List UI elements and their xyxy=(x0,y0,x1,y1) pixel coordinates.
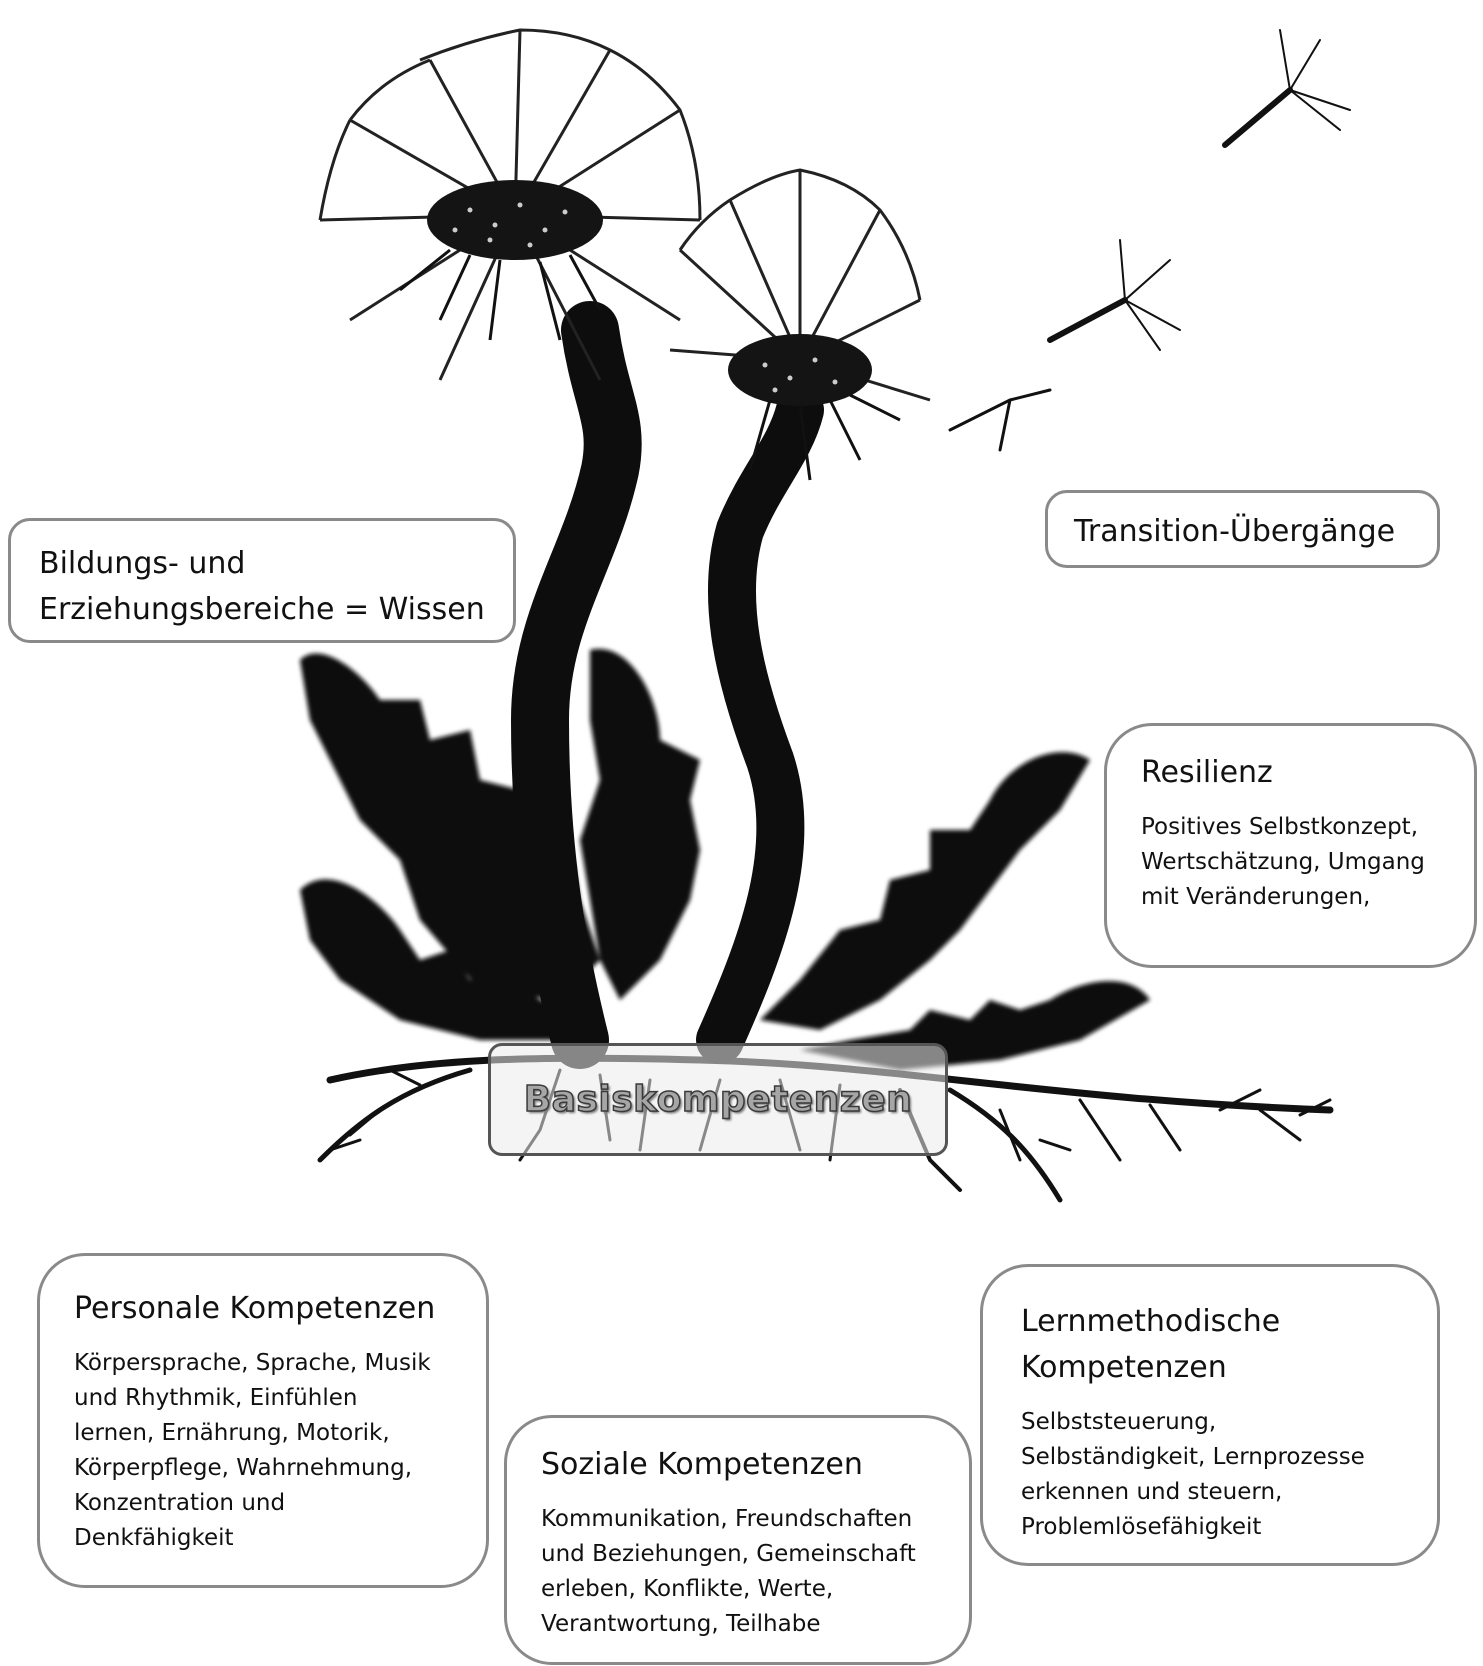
box-sozial-title: Soziale Kompetenzen xyxy=(541,1447,863,1482)
box-lern-title: Lernmethodische Kompetenzen xyxy=(1021,1304,1281,1385)
box-sozial-body: Kommunikation, Freundschaften und Bezieh… xyxy=(541,1506,916,1637)
box-resilienz-title: Resilienz xyxy=(1141,755,1273,790)
box-basiskompetenzen: Basiskompetenzen xyxy=(488,1043,948,1156)
box-personale-kompetenzen: Personale Kompetenzen Körpersprache, Spr… xyxy=(37,1253,489,1588)
box-transition-title: Transition-Übergänge xyxy=(1074,514,1396,549)
flying-seeds xyxy=(948,29,1351,452)
box-soziale-kompetenzen: Soziale Kompetenzen Kommunikation, Freun… xyxy=(504,1415,972,1665)
box-personal-title: Personale Kompetenzen xyxy=(74,1291,436,1326)
stems xyxy=(510,301,824,1069)
box-bildungs-und-erziehungsbereiche: Bildungs- und Erziehungsbereiche = Wisse… xyxy=(8,518,516,643)
box-bildung-title: Bildungs- und Erziehungsbereiche = Wisse… xyxy=(39,546,485,627)
box-lernmethodische-kompetenzen: Lernmethodische Kompetenzen Selbststeuer… xyxy=(980,1264,1440,1566)
box-resilienz-body: Positives Selbstkonzept, Wertschätzung, … xyxy=(1141,814,1425,910)
box-resilienz: Resilienz Positives Selbstkonzept, Werts… xyxy=(1104,723,1477,968)
seed-head-right xyxy=(669,168,931,481)
box-transition: Transition-Übergänge xyxy=(1045,490,1440,568)
seed-head-left xyxy=(318,28,702,381)
box-personal-body: Körpersprache, Sprache, Musik und Rhythm… xyxy=(74,1350,431,1551)
box-lern-body: Selbststeuerung, Selbständigkeit, Lernpr… xyxy=(1021,1409,1365,1540)
box-basis-title: Basiskompetenzen xyxy=(523,1078,913,1121)
